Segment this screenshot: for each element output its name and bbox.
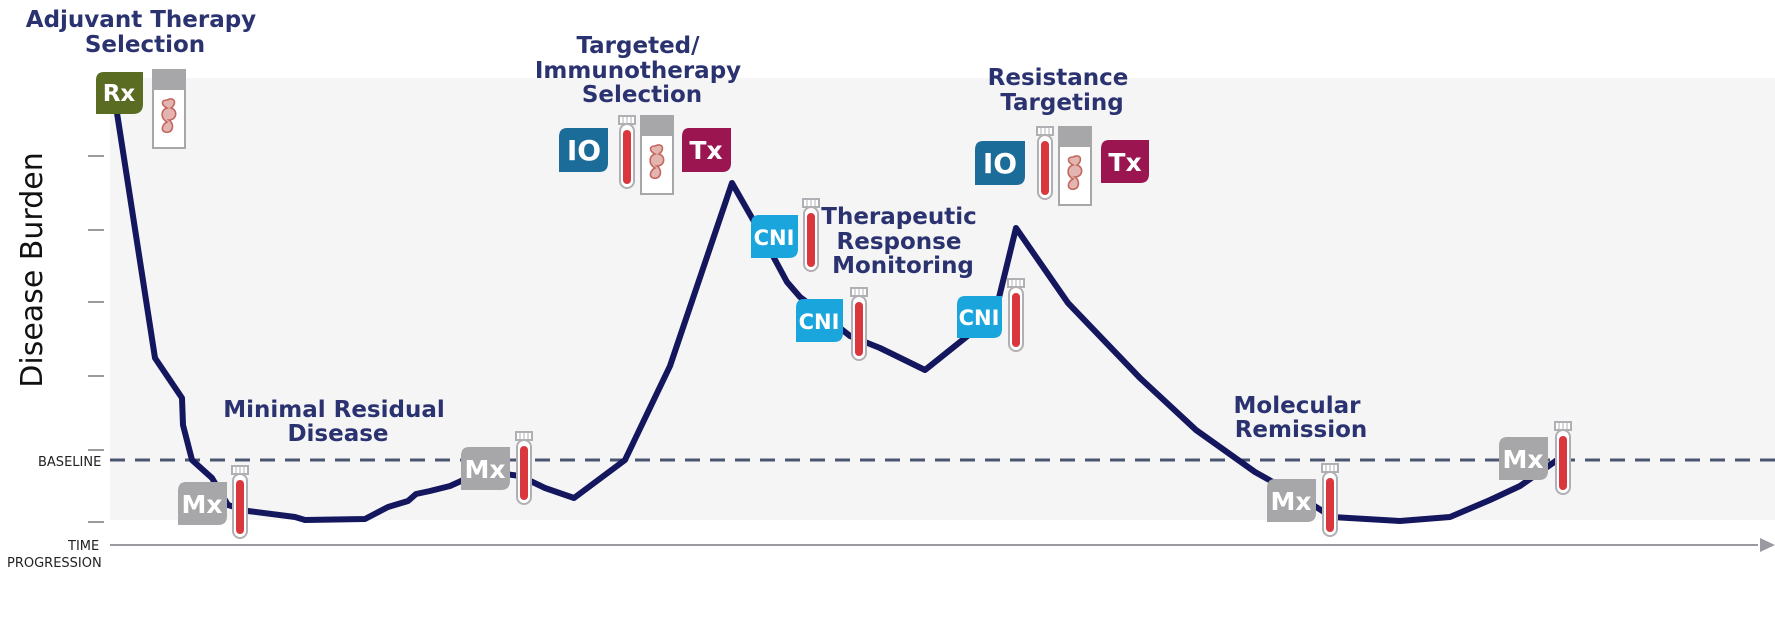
- time-axis-arrowhead: [1760, 538, 1775, 552]
- io-badge: IO: [559, 128, 608, 172]
- y-axis-ticks: [88, 155, 104, 523]
- mx-badge: Mx: [461, 447, 510, 490]
- plot-background: [110, 78, 1775, 520]
- y-axis-title: Disease Burden: [15, 152, 50, 387]
- svg-text:IO: IO: [983, 147, 1017, 180]
- blood-tube-icon: [850, 287, 868, 361]
- blood-tube-icon: [1036, 126, 1054, 200]
- phase-label-adjuvant: Adjuvant Therapy Selection: [26, 7, 264, 58]
- phase-label-therapeutic: Therapeutic Response Monitoring: [821, 204, 985, 279]
- tissue-slide-icon: [640, 115, 674, 195]
- phase-label-resistance: Resistance Targeting: [988, 65, 1137, 116]
- svg-text:CNI: CNI: [959, 306, 1000, 330]
- tissue-slide-icon: [1058, 126, 1092, 206]
- tx-badge: Tx: [1101, 140, 1149, 183]
- svg-text:Rx: Rx: [103, 81, 136, 107]
- phase-label-molecular: Molecular Remission: [1234, 393, 1369, 443]
- svg-text:IO: IO: [567, 134, 601, 167]
- phase-label-mrd: Minimal Residual Disease: [223, 397, 453, 447]
- svg-text:Mx: Mx: [464, 455, 505, 484]
- blood-tube-icon: [1554, 421, 1572, 495]
- cni-badge: CNI: [957, 296, 1002, 338]
- svg-text:Mx: Mx: [1502, 445, 1543, 474]
- blood-tube-icon: [231, 465, 249, 539]
- blood-tube-icon: [515, 431, 533, 505]
- tx-badge: Tx: [682, 128, 731, 172]
- time-axis-label-line2: PROGRESSION: [7, 556, 102, 571]
- blood-tube-icon: [1321, 463, 1339, 537]
- blood-tube-icon: [1007, 278, 1025, 352]
- blood-tube-icon: [802, 198, 820, 272]
- time-axis-label-line1: TIME: [67, 539, 99, 554]
- tissue-slide-icon: [152, 69, 186, 149]
- svg-text:Mx: Mx: [181, 490, 222, 519]
- svg-text:CNI: CNI: [754, 226, 795, 250]
- baseline-label: BASELINE: [38, 455, 101, 470]
- svg-text:Mx: Mx: [1270, 487, 1311, 516]
- disease-burden-curve: [112, 97, 1563, 524]
- svg-text:Tx: Tx: [689, 136, 722, 165]
- phase-label-targeted: Targeted/ Immunotherapy Selection: [535, 33, 749, 108]
- svg-text:CNI: CNI: [799, 310, 840, 334]
- mx-badge: Mx: [178, 482, 227, 525]
- svg-text:Tx: Tx: [1108, 148, 1141, 177]
- mx-badge: Mx: [1267, 479, 1316, 522]
- io-badge: IO: [975, 141, 1025, 185]
- cni-badge: CNI: [796, 299, 843, 342]
- mx-badge: Mx: [1499, 437, 1548, 480]
- rx-badge: Rx: [96, 72, 143, 114]
- cni-badge: CNI: [751, 215, 798, 258]
- blood-tube-icon: [618, 115, 636, 189]
